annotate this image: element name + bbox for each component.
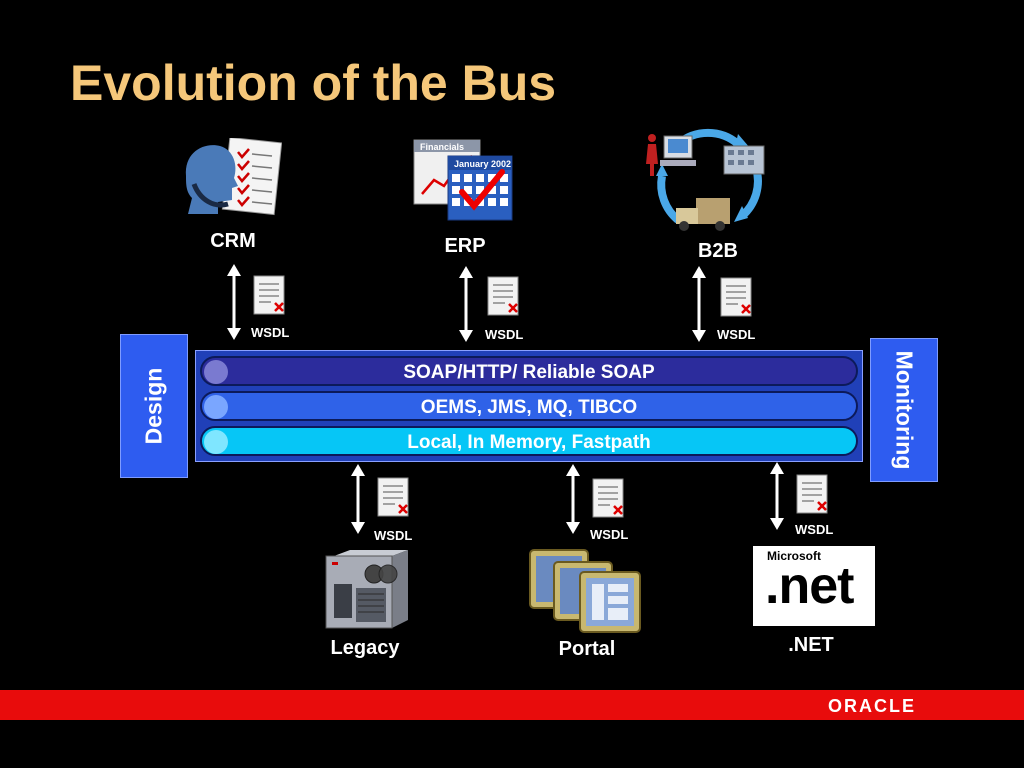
bus-layer-messaging-label: OEMS, JMS, MQ, TIBCO: [420, 397, 638, 418]
dotnet-bus-arrow: [770, 462, 784, 530]
legacy-bus-arrow: [351, 464, 365, 534]
monitoring-panel: Monitoring: [870, 338, 938, 482]
design-panel: Design: [120, 334, 188, 478]
footer-bar: [0, 690, 1024, 720]
erp-calendar-text: January 2002: [454, 159, 511, 169]
bus-layer-soap: SOAP/HTTP/ Reliable SOAP: [200, 356, 858, 386]
portal-label: Portal: [558, 638, 616, 660]
page-title: Evolution of the Bus: [70, 55, 557, 111]
b2b-wsdl-label: WSDL: [717, 327, 756, 342]
erp-wsdl-label: WSDL: [485, 327, 524, 342]
dotnet-logo: Microsoft .net: [753, 546, 875, 626]
bus-layer-local-label: Local, In Memory, Fastpath: [407, 432, 651, 453]
portal-icon: [529, 549, 641, 633]
erp-wsdl-doc-icon: [487, 276, 519, 316]
portal-wsdl-label: WSDL: [590, 527, 629, 542]
b2b-wsdl-doc-icon: [720, 277, 752, 317]
b2b-icon: [646, 128, 765, 231]
design-label: Design: [140, 367, 167, 445]
crm-wsdl-label: WSDL: [251, 325, 290, 340]
crm-icon: [185, 138, 282, 216]
service-bus: SOAP/HTTP/ Reliable SOAP OEMS, JMS, MQ, …: [195, 350, 863, 462]
dotnet-wsdl-doc-icon: [796, 474, 828, 514]
bus-layer-messaging-knob: [204, 395, 228, 419]
bus-layer-local: Local, In Memory, Fastpath: [200, 426, 858, 456]
b2b-bus-arrow: [692, 266, 706, 342]
dotnet-label: .NET: [788, 634, 834, 656]
dotnet-logo-mark: .net: [765, 557, 854, 615]
dotnet-wsdl-label: WSDL: [795, 522, 834, 537]
dotnet-logo-brand: Microsoft: [767, 549, 821, 563]
legacy-server-icon: [325, 550, 408, 629]
bus-layer-messaging: OEMS, JMS, MQ, TIBCO: [200, 391, 858, 421]
legacy-label: Legacy: [330, 637, 400, 659]
crm-label: CRM: [210, 230, 256, 252]
legacy-wsdl-doc-icon: [377, 477, 409, 517]
crm-wsdl-doc-icon: [253, 275, 285, 315]
oracle-logo: ORACLE: [828, 696, 916, 716]
erp-label: ERP: [444, 235, 486, 257]
monitoring-label: Monitoring: [891, 350, 918, 470]
bus-layer-soap-knob: [204, 360, 228, 384]
b2b-label: B2B: [697, 240, 738, 262]
portal-bus-arrow: [566, 464, 580, 534]
erp-financials-text: Financials: [420, 142, 464, 152]
bus-layer-soap-label: SOAP/HTTP/ Reliable SOAP: [403, 362, 655, 383]
crm-bus-arrow: [227, 264, 241, 340]
erp-bus-arrow: [459, 266, 473, 342]
portal-wsdl-doc-icon: [592, 478, 624, 518]
erp-icon: Financials January 2002: [413, 139, 513, 221]
bus-layer-local-knob: [204, 430, 228, 454]
legacy-wsdl-label: WSDL: [374, 528, 413, 543]
